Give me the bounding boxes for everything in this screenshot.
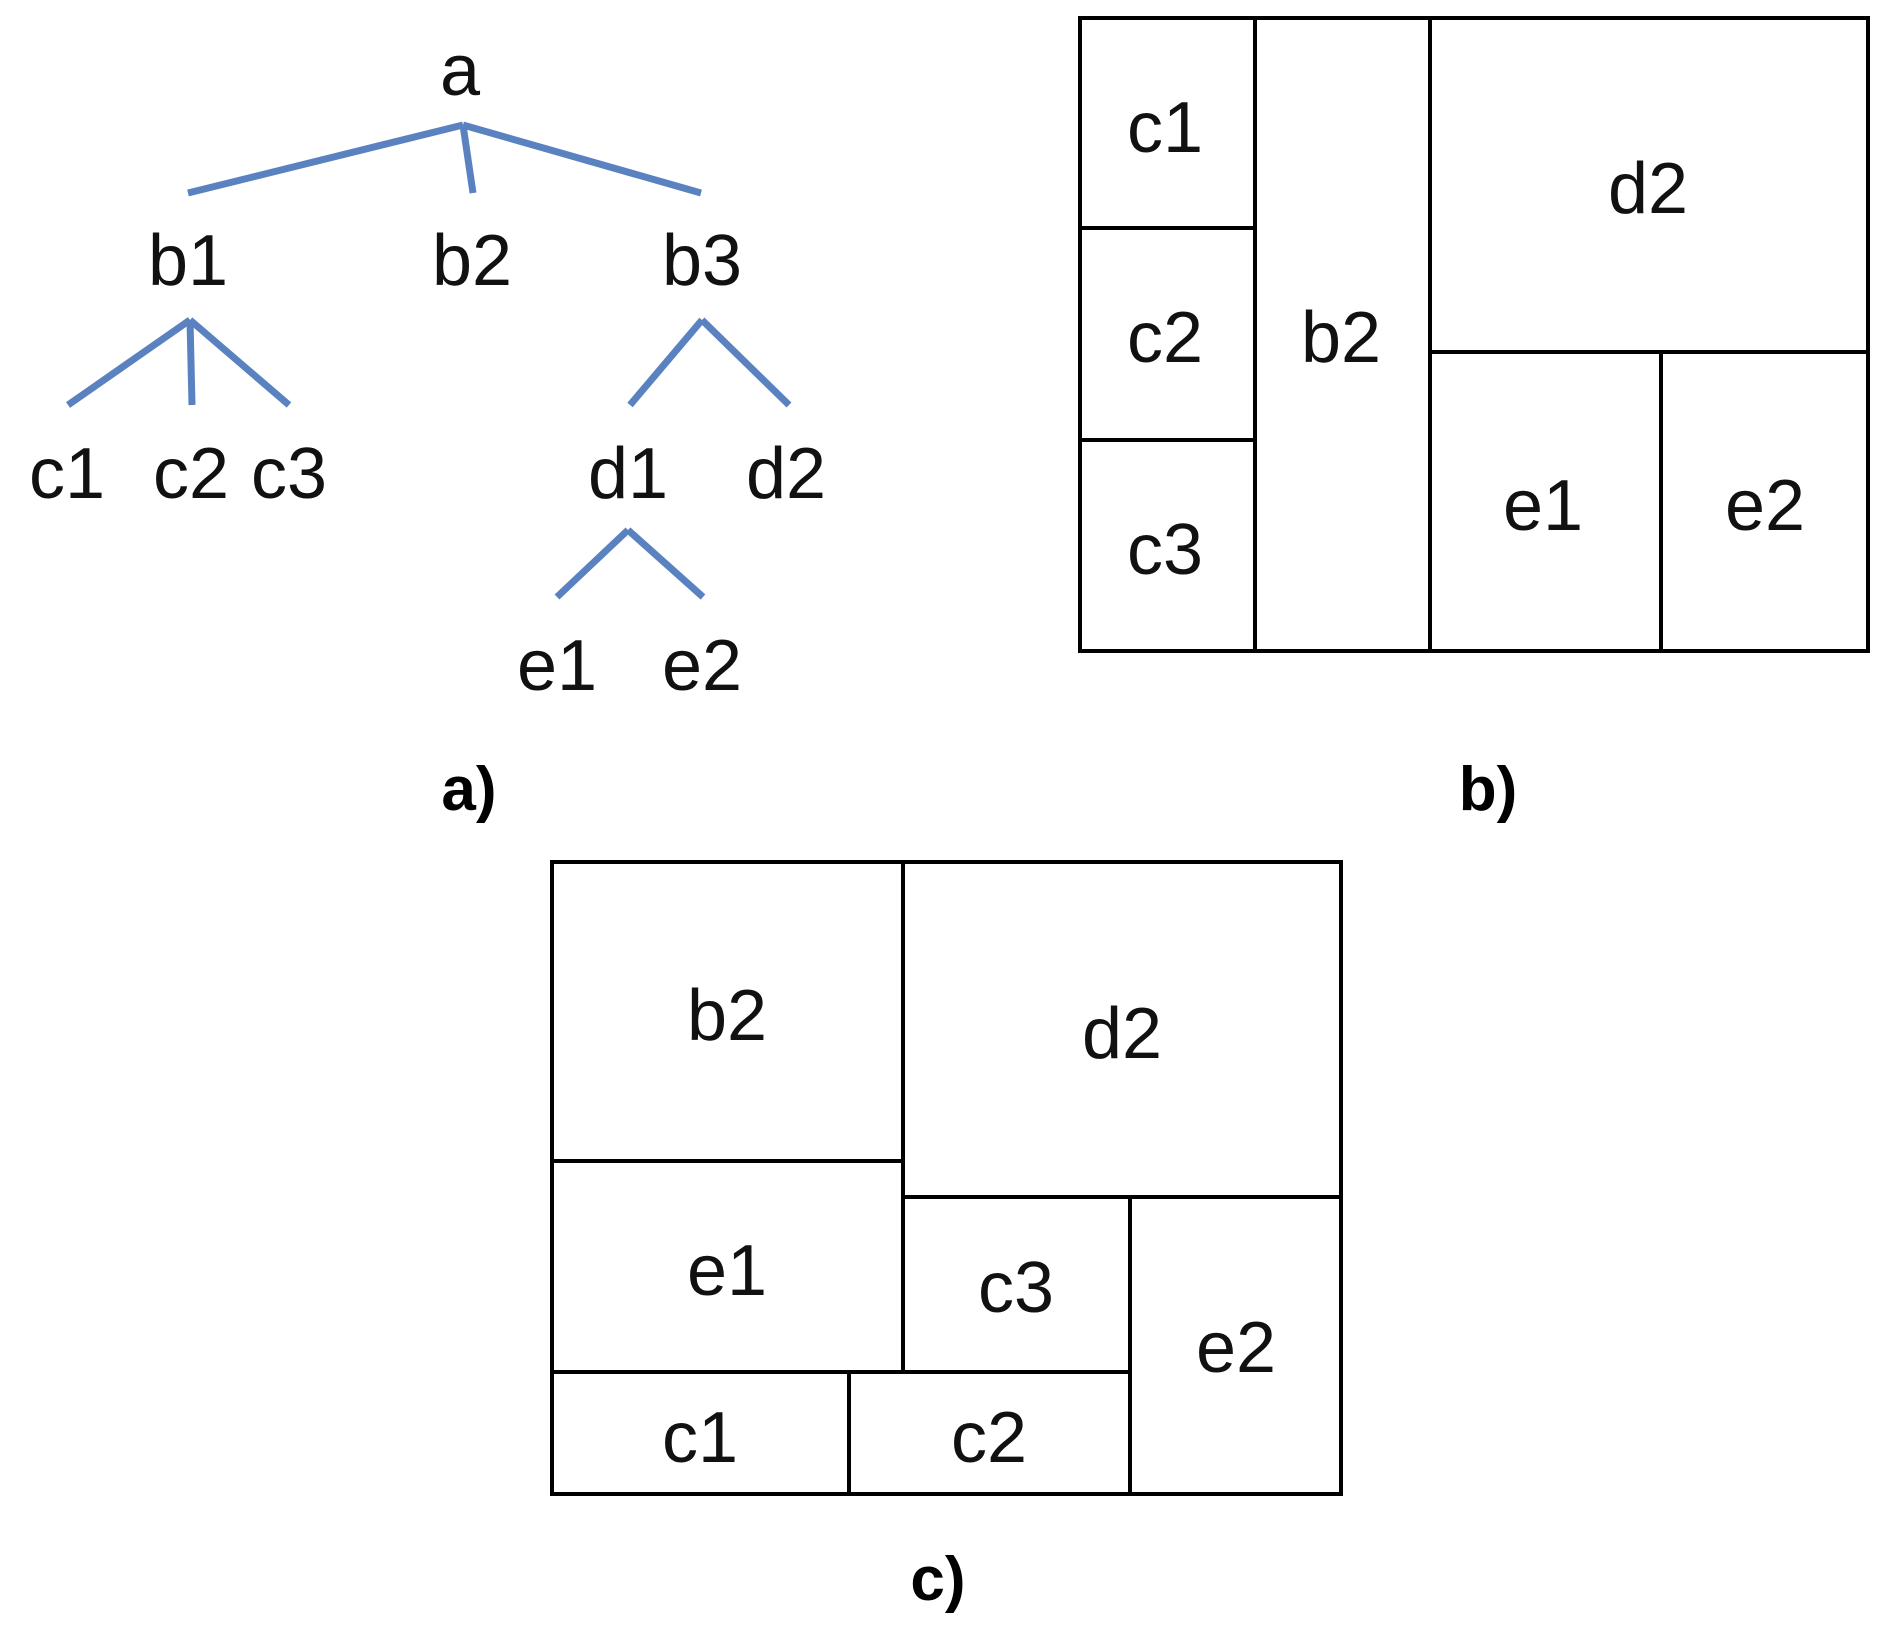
- edge-b1-c1: [65, 317, 193, 408]
- treemap-c: b2 d2 e1 c3 e2 c1 c2 c): [550, 860, 1343, 1614]
- treemap-c-cell-d2: d2: [1082, 994, 1162, 1074]
- tree-edges: [65, 121, 792, 600]
- treemap-c-labels: b2 d2 e1 c3 e2 c1 c2: [662, 976, 1276, 1478]
- tree-node-d1: d1: [588, 434, 668, 514]
- edge-b1-c2: [186, 319, 196, 406]
- tree-node-c2: c2: [153, 434, 229, 514]
- treemap-b-outline: [1078, 16, 1870, 653]
- tree-node-a: a: [440, 31, 481, 111]
- edge-d1-e1: [554, 527, 631, 600]
- tree-node-b3: b3: [662, 221, 742, 301]
- treemap-c-cell-c3: c3: [978, 1248, 1054, 1328]
- treemap-b-cell-e2: e2: [1725, 466, 1805, 546]
- edge-b3-d1: [627, 317, 705, 408]
- treemap-b-cell-b2: b2: [1301, 298, 1381, 378]
- tree-node-d2: d2: [746, 434, 826, 514]
- treemap-b: c1 c2 c3 b2 d2 e1 e2 b): [1078, 16, 1870, 824]
- treemap-c-outline: [550, 860, 1343, 1496]
- treemap-c-cell-e1: e1: [687, 1231, 767, 1311]
- tree-node-e1: e1: [517, 626, 597, 706]
- panel-label-a: a): [441, 755, 496, 824]
- treemap-c-cell-e2: e2: [1196, 1308, 1276, 1388]
- tree-node-c3: c3: [251, 434, 327, 514]
- treemap-b-cell-e1: e1: [1503, 466, 1583, 546]
- edge-b1-c3: [187, 317, 292, 408]
- tree-node-e2: e2: [662, 626, 742, 706]
- panel-label-c: c): [910, 1545, 965, 1614]
- treemap-b-cell-c1: c1: [1127, 88, 1203, 168]
- treemap-b-cell-d2: d2: [1608, 149, 1688, 229]
- panel-label-b: b): [1459, 755, 1518, 824]
- edge-d1-e2: [625, 527, 706, 600]
- edge-a-b2: [459, 124, 477, 194]
- treemap-b-labels: c1 c2 c3 b2 d2 e1 e2: [1127, 88, 1805, 590]
- treemap-b-cell-c2: c2: [1127, 298, 1203, 378]
- tree-nodes: a b1 b2 b3 c1 c2 c3 d1 d2 e1 e2: [29, 31, 826, 706]
- treemap-c-cell-c2: c2: [951, 1398, 1027, 1478]
- treemap-c-cell-c1: c1: [662, 1398, 738, 1478]
- edge-a-b1: [187, 121, 464, 197]
- treemap-c-cell-b2: b2: [687, 976, 767, 1056]
- tree-diagram: a b1 b2 b3 c1 c2 c3 d1 d2 e1 e2 a): [29, 31, 826, 824]
- treemap-b-cell-c3: c3: [1127, 510, 1203, 590]
- tree-node-b2: b2: [432, 221, 512, 301]
- edge-b3-d2: [699, 317, 792, 408]
- edge-a-b3: [462, 121, 702, 197]
- tree-node-b1: b1: [148, 221, 228, 301]
- tree-node-c1: c1: [29, 434, 105, 514]
